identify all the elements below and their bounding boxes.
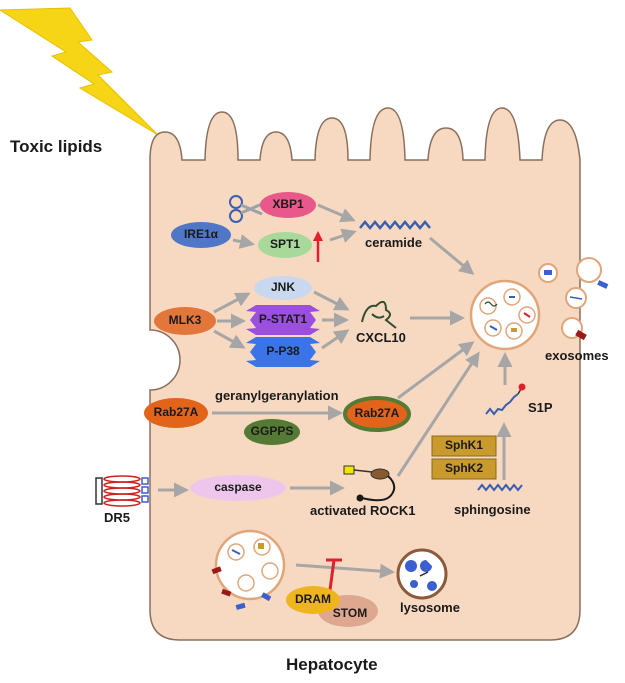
svg-text:MLK3: MLK3 bbox=[169, 313, 202, 327]
ceramide-zigzag-icon bbox=[359, 220, 431, 230]
geranylgeranylation-label: geranylgeranylation bbox=[215, 388, 339, 403]
svg-text:IRE1α: IRE1α bbox=[184, 227, 219, 241]
s1p-label: S1P bbox=[528, 400, 553, 415]
dr5-label: DR5 bbox=[104, 510, 130, 525]
s1p-zigzag-icon bbox=[485, 393, 519, 416]
svg-text:SphK1: SphK1 bbox=[445, 438, 483, 452]
hepatocyte-cell-body bbox=[149, 107, 581, 641]
dram-node: DRAM bbox=[286, 586, 340, 614]
svg-text:DRAM: DRAM bbox=[295, 592, 331, 606]
arrow-mlk3-pp38 bbox=[213, 329, 246, 349]
arrow-autophagosome-lysosome bbox=[295, 563, 395, 579]
spt1-node: SPT1 bbox=[258, 232, 312, 258]
xbp1-node: XBP1 bbox=[260, 192, 316, 218]
ggpps-node: GGPPS bbox=[244, 419, 300, 445]
cxcl10-icon bbox=[361, 300, 397, 329]
inhibition-symbol bbox=[326, 558, 342, 591]
dr5-receptor-icon bbox=[95, 475, 149, 507]
arrow-jnk-cxcl10 bbox=[313, 290, 350, 311]
arrow-rock1-exosome bbox=[396, 351, 480, 477]
svg-text:P-STAT1: P-STAT1 bbox=[259, 312, 308, 326]
svg-text:caspase: caspase bbox=[214, 480, 262, 494]
jnk-node: JNK bbox=[254, 276, 312, 300]
arrow-xbp1-ceramide bbox=[317, 203, 356, 223]
exosomes-label: exosomes bbox=[545, 348, 609, 363]
svg-text:Rab27A: Rab27A bbox=[355, 406, 400, 420]
arrow-ire1a-spt1 bbox=[232, 234, 255, 249]
sphingosine-label: sphingosine bbox=[454, 502, 531, 517]
svg-text:SPT1: SPT1 bbox=[270, 237, 300, 251]
lysosome-icon bbox=[396, 548, 448, 600]
lysosome-label: lysosome bbox=[400, 600, 460, 615]
svg-text:JNK: JNK bbox=[271, 280, 295, 294]
p-stat1-node: P-STAT1 bbox=[246, 305, 320, 335]
rab27a-left-node: Rab27A bbox=[144, 398, 208, 428]
hepatocyte-label: Hepatocyte bbox=[286, 655, 378, 674]
scissors-icon bbox=[229, 195, 263, 223]
toxic-lipids-label: Toxic lipids bbox=[10, 137, 102, 156]
arrow-spt1-ceramide bbox=[329, 228, 357, 243]
sphingosine-zigzag-icon bbox=[477, 483, 523, 492]
activated-rock1-label: activated ROCK1 bbox=[310, 503, 415, 518]
sphk1-node: SphK1 bbox=[431, 435, 497, 457]
svg-text:P-P38: P-P38 bbox=[266, 344, 300, 358]
cxcl10-label: CXCL10 bbox=[356, 330, 406, 345]
arrow-ceramide-exosome bbox=[429, 236, 475, 275]
sphk2-node: SphK2 bbox=[431, 458, 497, 480]
arrow-rab27a-exosome bbox=[397, 341, 475, 400]
autophagosome bbox=[211, 529, 286, 610]
activated-rock1-icon bbox=[343, 465, 396, 502]
svg-text:STOM: STOM bbox=[333, 606, 367, 620]
rab27a-right-node: Rab27A bbox=[343, 396, 411, 432]
exosome-vesicles bbox=[538, 257, 609, 341]
svg-text:SphK2: SphK2 bbox=[445, 461, 483, 475]
svg-text:Rab27A: Rab27A bbox=[154, 405, 199, 419]
lightning-bolt-icon bbox=[0, 7, 159, 136]
multivesicular-body bbox=[469, 279, 541, 351]
caspase-node: caspase bbox=[190, 475, 286, 501]
s1p-phosphate-icon bbox=[518, 383, 526, 391]
mlk3-node: MLK3 bbox=[154, 307, 216, 335]
ire1a-node: IRE1α bbox=[171, 222, 231, 248]
arrow-pp38-cxcl10 bbox=[321, 329, 350, 350]
arrow-mlk3-jnk bbox=[213, 292, 251, 314]
p-p38-node: P-P38 bbox=[246, 337, 320, 367]
svg-text:XBP1: XBP1 bbox=[272, 197, 304, 211]
ceramide-label: ceramide bbox=[365, 235, 422, 250]
svg-text:GGPPS: GGPPS bbox=[251, 424, 294, 438]
